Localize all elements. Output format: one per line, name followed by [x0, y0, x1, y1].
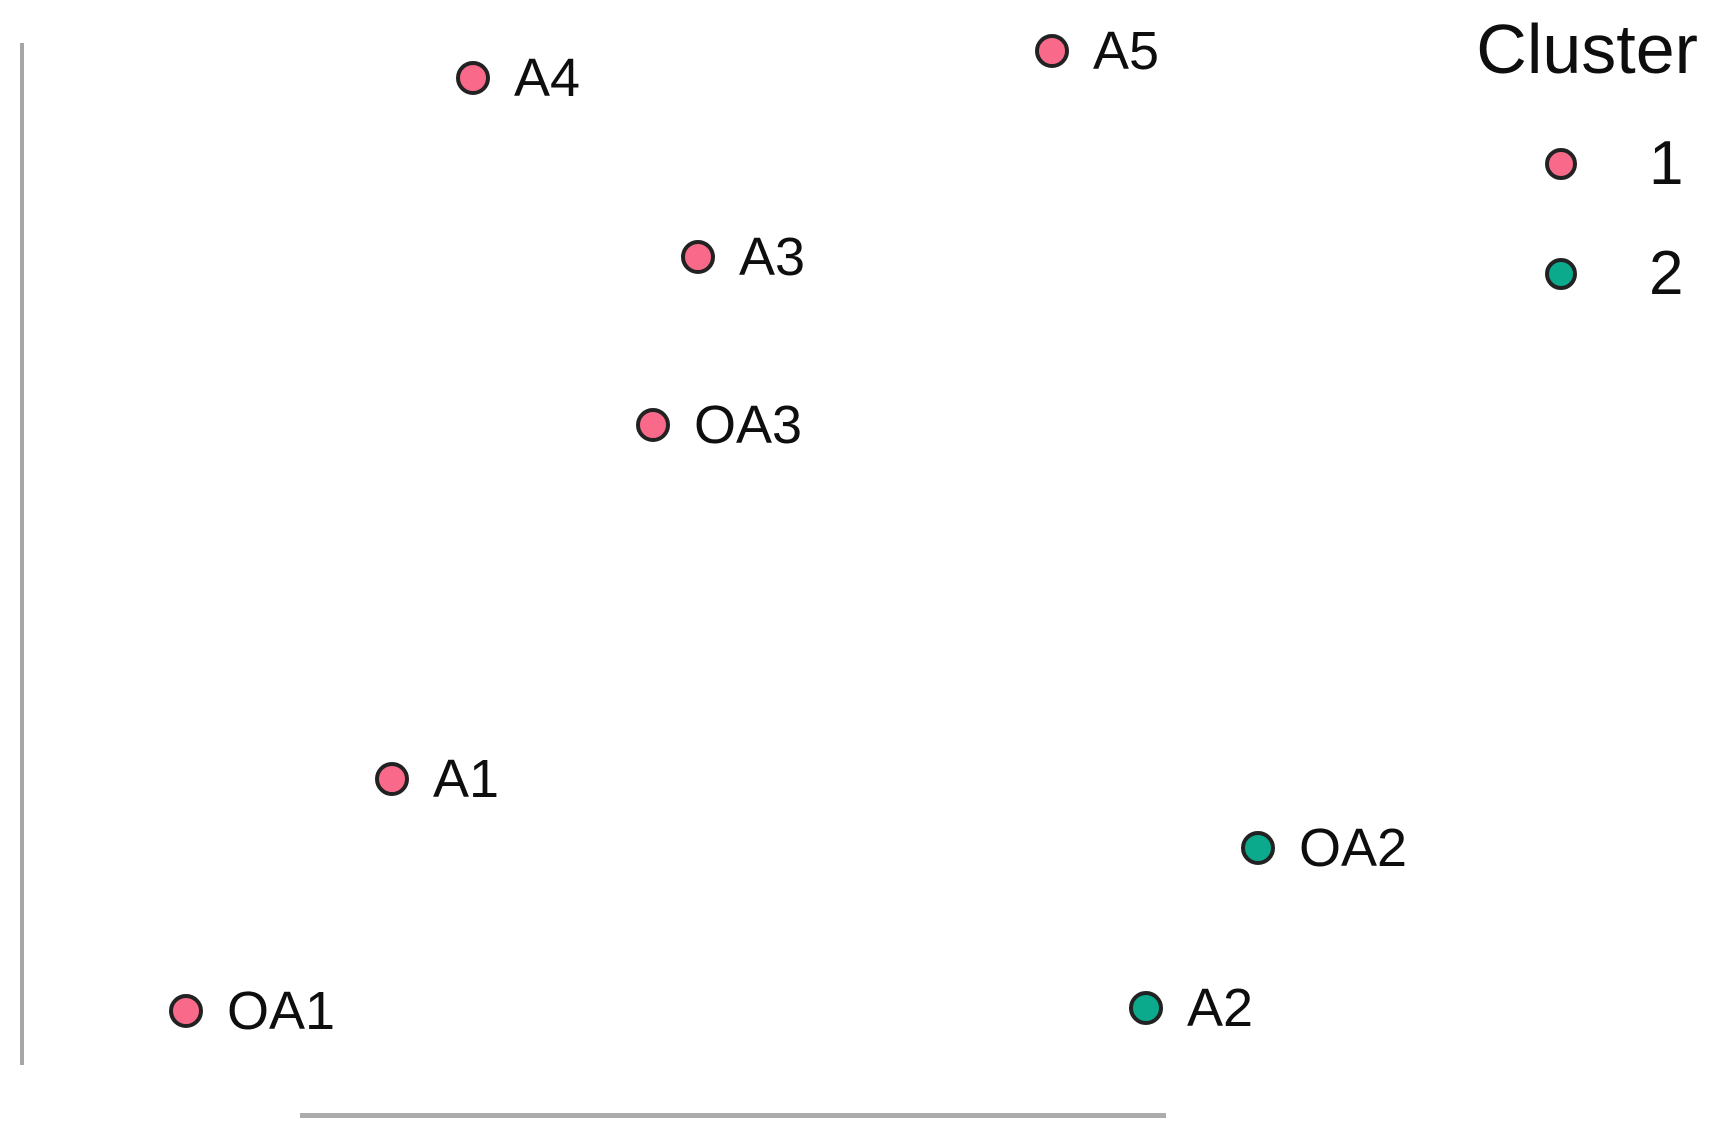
point-marker-cluster-1 [169, 994, 203, 1028]
point-marker-cluster-1 [681, 240, 715, 274]
point-label: A3 [739, 227, 806, 287]
x-axis-line [300, 1113, 1166, 1118]
data-point-a1: A1 [375, 752, 499, 806]
data-point-a2: A2 [1129, 981, 1253, 1035]
point-marker-cluster-1 [636, 408, 670, 442]
data-point-a3: A3 [681, 230, 805, 284]
legend-marker-cluster-1 [1545, 148, 1577, 180]
data-point-a5: A5 [1035, 24, 1159, 78]
point-label: OA2 [1299, 818, 1408, 878]
legend-marker-cluster-2 [1545, 258, 1577, 290]
point-marker-cluster-1 [456, 61, 490, 95]
point-label: OA3 [694, 395, 803, 455]
point-marker-cluster-1 [1035, 34, 1069, 68]
legend-entry-2: 2 [1545, 239, 1684, 308]
data-point-oa3: OA3 [636, 398, 802, 452]
point-marker-cluster-2 [1129, 991, 1163, 1025]
data-point-a4: A4 [456, 51, 580, 105]
point-marker-cluster-1 [375, 762, 409, 796]
legend-title: Cluster [1476, 10, 1698, 88]
data-point-oa2: OA2 [1241, 821, 1407, 875]
legend-entry-label: 2 [1649, 239, 1684, 308]
point-label: A5 [1093, 21, 1160, 81]
point-marker-cluster-2 [1241, 831, 1275, 865]
legend-entry-label: 1 [1649, 129, 1684, 198]
data-point-oa1: OA1 [169, 984, 335, 1038]
point-label: A2 [1187, 978, 1254, 1038]
point-label: OA1 [227, 981, 336, 1041]
y-axis-line [20, 43, 24, 1065]
point-label: A1 [433, 749, 500, 809]
point-label: A4 [514, 48, 581, 108]
legend-entry-1: 1 [1545, 129, 1684, 198]
